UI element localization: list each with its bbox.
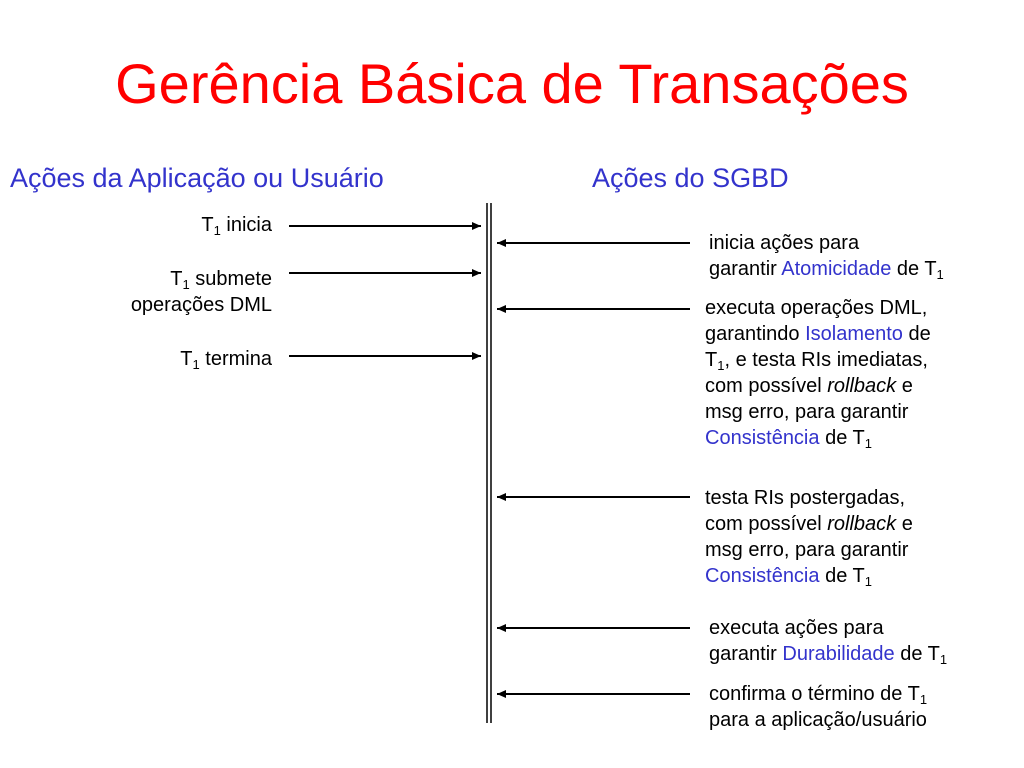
text-line: T1 submete — [131, 266, 272, 292]
text-run: com possível — [705, 375, 828, 397]
text-run: e — [896, 513, 913, 535]
text-run: submete — [189, 268, 272, 290]
text-line: garantir Atomicidade de T1 — [709, 256, 944, 282]
text-run: termina — [199, 348, 272, 370]
text-run: rollback — [827, 375, 897, 397]
dbms-action-deferred-checks: testa RIs postergadas,com possível rollb… — [705, 485, 913, 589]
text-line: executa operações DML, — [705, 295, 931, 321]
text-run: T — [180, 348, 193, 370]
text-run: operações DML — [130, 294, 272, 316]
text-line: garantir Durabilidade de T1 — [709, 641, 947, 667]
subscript: 1 — [936, 267, 944, 282]
subscript: 1 — [213, 223, 221, 238]
subscript: 1 — [864, 436, 872, 451]
subscript: 1 — [182, 277, 190, 292]
text-run: de T — [819, 565, 865, 587]
highlighted-term: Durabilidade — [782, 643, 895, 665]
text-run: msg erro, para garantir — [705, 401, 909, 423]
text-line: confirma o término de T1 — [709, 681, 927, 707]
subscript: 1 — [192, 357, 200, 372]
text-line: Consistência de T1 — [705, 425, 931, 451]
text-run: e — [896, 375, 913, 397]
text-line: operações DML — [131, 292, 272, 318]
text-run: rollback — [827, 513, 897, 535]
text-run: confirma o término de T — [709, 683, 920, 705]
header-dbms-actions: Ações do SGBD — [592, 163, 789, 193]
highlighted-term: Consistência — [705, 565, 820, 587]
text-line: msg erro, para garantir — [705, 399, 931, 425]
header-application-actions: Ações da Aplicação ou Usuário — [10, 163, 384, 193]
text-run: de T — [894, 643, 940, 665]
text-run: executa operações DML, — [705, 297, 928, 319]
text-run: T — [201, 214, 214, 236]
text-run: testa RIs postergadas, — [705, 487, 906, 509]
text-line: com possível rollback e — [705, 373, 931, 399]
text-run: executa ações para — [709, 617, 884, 639]
text-run: msg erro, para garantir — [705, 539, 909, 561]
text-run: inicia ações para — [709, 232, 860, 254]
text-line: para a aplicação/usuário — [709, 707, 927, 733]
text-line: inicia ações para — [709, 230, 944, 256]
dbms-action-isolation: executa operações DML,garantindo Isolame… — [705, 295, 931, 451]
text-run: de — [902, 323, 931, 345]
text-run: inicia — [220, 214, 272, 236]
app-action-start: T1 inicia — [201, 212, 272, 238]
text-line: com possível rollback e — [705, 511, 913, 537]
text-run: , e testa RIs imediatas, — [724, 349, 928, 371]
highlighted-term: Isolamento — [805, 323, 903, 345]
text-line: T1 termina — [180, 346, 272, 372]
text-run: garantir — [709, 643, 783, 665]
subscript: 1 — [864, 574, 872, 589]
slide-title: Gerência Básica de Transações — [115, 52, 909, 115]
app-action-terminate: T1 termina — [180, 346, 272, 372]
text-run: garantir — [709, 258, 782, 280]
text-run: T — [170, 268, 183, 290]
text-line: T1 inicia — [201, 212, 272, 238]
subscript: 1 — [919, 692, 928, 707]
text-run: de T — [819, 427, 865, 449]
text-line: T1, e testa RIs imediatas, — [705, 347, 931, 373]
highlighted-term: Atomicidade — [781, 258, 892, 280]
text-run: garantindo — [705, 323, 806, 345]
text-line: executa ações para — [709, 615, 947, 641]
subscript: 1 — [717, 358, 725, 373]
text-run: para a aplicação/usuário — [709, 709, 927, 731]
text-run: com possível — [705, 513, 828, 535]
text-run: T — [705, 349, 718, 371]
text-run: de T — [891, 258, 937, 280]
text-line: garantindo Isolamento de — [705, 321, 931, 347]
text-line: msg erro, para garantir — [705, 537, 913, 563]
subscript: 1 — [939, 652, 948, 667]
text-line: Consistência de T1 — [705, 563, 913, 589]
text-line: testa RIs postergadas, — [705, 485, 913, 511]
highlighted-term: Consistência — [705, 427, 820, 449]
